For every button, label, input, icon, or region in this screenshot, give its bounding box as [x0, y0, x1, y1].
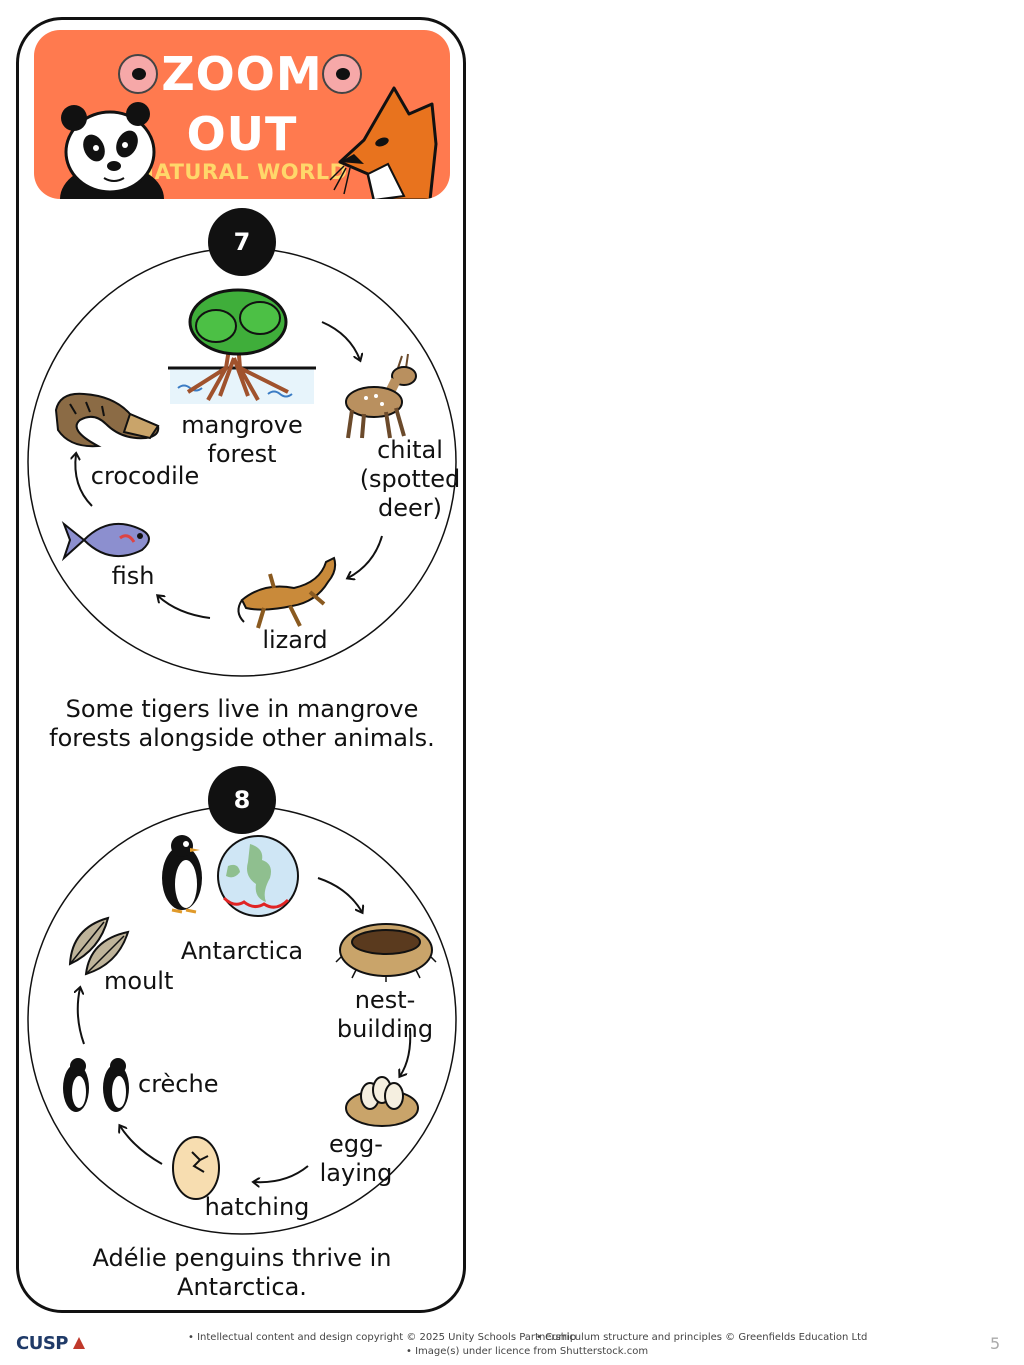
fish-label: fish	[111, 562, 155, 590]
hatching-label: hatching	[204, 1193, 310, 1221]
arrow-hatching-to-creche	[120, 1126, 163, 1165]
arrow-eggs-to-hatching	[254, 1165, 309, 1182]
feathers-icon	[68, 916, 130, 976]
arrow-chital-to-lizard	[348, 535, 383, 578]
banner-subtitle: NATURAL WORLD	[136, 160, 348, 184]
arrow-antarctica-to-nest	[317, 877, 362, 912]
egg-laying-label: egg-laying	[319, 1130, 393, 1187]
mangrove-tree-icon	[168, 288, 316, 404]
hatching-egg-icon	[172, 1136, 220, 1200]
moult-label: moult	[104, 967, 174, 995]
right-eye-icon	[322, 54, 362, 94]
cycle8-caption: Adélie penguins thrive in Antarctica.	[92, 1244, 392, 1301]
crocodile-label: crocodile	[90, 462, 200, 490]
cycle7-arrows	[0, 321, 383, 619]
chital-label: chital (spotted deer)	[359, 436, 461, 522]
lizard-icon	[237, 556, 337, 629]
cycle8-number-badge: 8	[208, 766, 276, 834]
cycle7-number-badge: 7	[208, 208, 276, 276]
fish-icon	[61, 520, 150, 562]
cusp-logo-mark	[73, 1337, 85, 1349]
footer-image-licence: • Image(s) under licence from Shuttersto…	[406, 1346, 649, 1357]
crocodile-icon	[54, 392, 160, 448]
chital-deer-icon	[345, 353, 417, 439]
penguin-icon	[162, 835, 202, 914]
footer-copyright-1: • Intellectual content and design copyri…	[188, 1332, 577, 1343]
cycle7-caption: Some tigers live in mangrove forests alo…	[49, 695, 435, 752]
nest-icon	[335, 923, 437, 982]
fox-icon	[329, 86, 438, 199]
cusp-logo: CUSP	[16, 1333, 68, 1354]
page-number: 5	[990, 1334, 1001, 1353]
arrow-creche-to-moult	[78, 988, 85, 1045]
eggs-in-nest-icon	[345, 1076, 419, 1127]
creche-penguins-icon	[63, 1058, 129, 1112]
banner-title-line1: ZOOM	[161, 47, 323, 101]
antarctica-label: Antarctica	[180, 937, 304, 965]
arrow-mangrove-to-chital	[321, 321, 360, 360]
cycle8-arrows	[0, 877, 412, 1300]
banner-title-line2: OUT	[186, 107, 298, 161]
lizard-label: lizard	[262, 626, 328, 654]
footer-copyright-2: • Curriculum structure and principles © …	[536, 1332, 868, 1343]
left-eye-icon	[118, 54, 158, 94]
mangrove-forest-label: mangrove forest	[181, 411, 303, 468]
zoom-out-banner: ZOOM OUT NATURAL WORLD	[34, 30, 450, 199]
arrow-lizard-to-fish	[158, 596, 211, 619]
panda-icon	[60, 102, 164, 199]
nest-building-label: nest-building	[336, 986, 434, 1043]
globe-icon	[217, 835, 299, 917]
arrow-fish-to-crocodile	[75, 454, 93, 507]
arrow-nest-to-eggs	[400, 1027, 412, 1076]
